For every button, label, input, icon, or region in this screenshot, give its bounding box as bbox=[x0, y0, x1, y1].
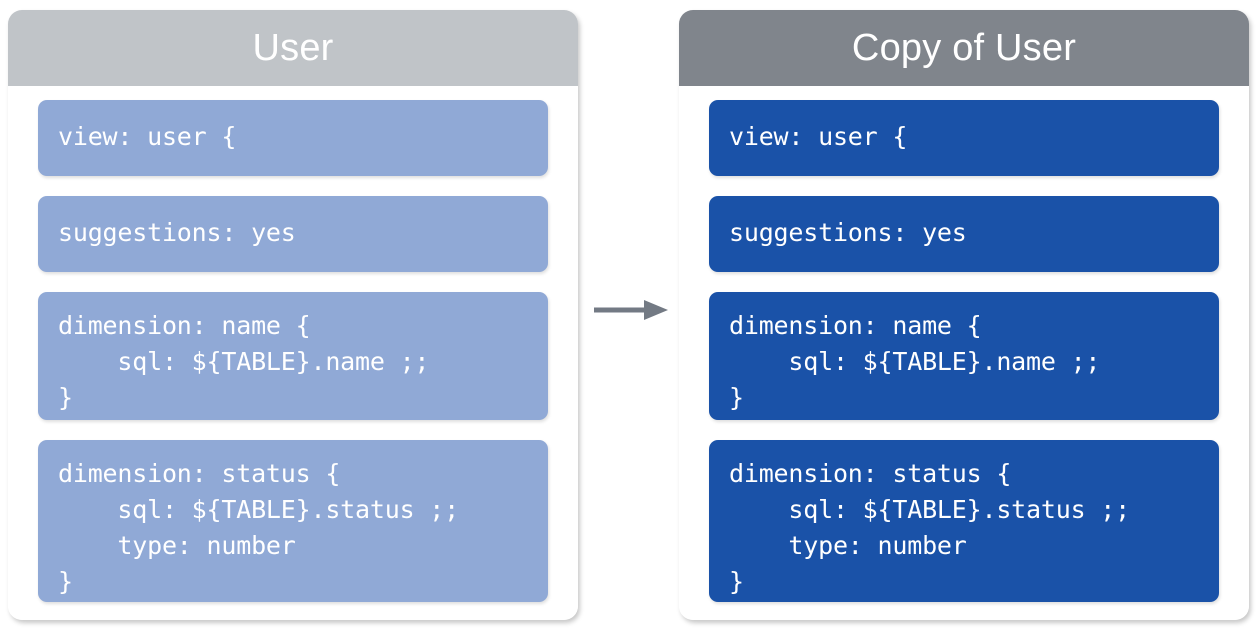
code-block-view-declaration-source[interactable]: view: user { bbox=[38, 100, 548, 176]
code-block-view-declaration-copy[interactable]: view: user { bbox=[709, 100, 1219, 176]
code-block-dimension-name-copy[interactable]: dimension: name { sql: ${TABLE}.name ;; … bbox=[709, 292, 1219, 420]
code-text-view-declaration-copy: view: user { bbox=[729, 122, 908, 151]
code-text-suggestions-copy: suggestions: yes bbox=[729, 218, 967, 247]
panel-title-source: User bbox=[252, 27, 334, 69]
code-text-suggestions-source: suggestions: yes bbox=[58, 218, 296, 247]
code-block-suggestions-source[interactable]: suggestions: yes bbox=[38, 196, 548, 272]
code-text-view-declaration-source: view: user { bbox=[58, 122, 237, 151]
arrow-right-icon bbox=[594, 296, 670, 324]
panel-source-user[interactable]: User view: user { suggestions: yes dimen… bbox=[8, 10, 578, 620]
code-text-dimension-name-source: dimension: name { sql: ${TABLE}.name ;; … bbox=[58, 311, 430, 412]
panel-header-source: User bbox=[8, 10, 578, 86]
panel-title-copy: Copy of User bbox=[851, 27, 1077, 69]
code-block-dimension-name-source[interactable]: dimension: name { sql: ${TABLE}.name ;; … bbox=[38, 292, 548, 420]
panel-body-source: view: user { suggestions: yes dimension:… bbox=[8, 86, 578, 620]
panel-copy-of-user[interactable]: Copy of User view: user { suggestions: y… bbox=[679, 10, 1249, 620]
code-text-dimension-status-copy: dimension: status { sql: ${TABLE}.status… bbox=[729, 459, 1130, 596]
code-text-dimension-name-copy: dimension: name { sql: ${TABLE}.name ;; … bbox=[729, 311, 1101, 412]
panel-body-copy: view: user { suggestions: yes dimension:… bbox=[679, 86, 1249, 620]
code-text-dimension-status-source: dimension: status { sql: ${TABLE}.status… bbox=[58, 459, 459, 596]
code-block-dimension-status-source[interactable]: dimension: status { sql: ${TABLE}.status… bbox=[38, 440, 548, 602]
code-block-dimension-status-copy[interactable]: dimension: status { sql: ${TABLE}.status… bbox=[709, 440, 1219, 602]
code-block-suggestions-copy[interactable]: suggestions: yes bbox=[709, 196, 1219, 272]
panel-header-copy: Copy of User bbox=[679, 10, 1249, 86]
